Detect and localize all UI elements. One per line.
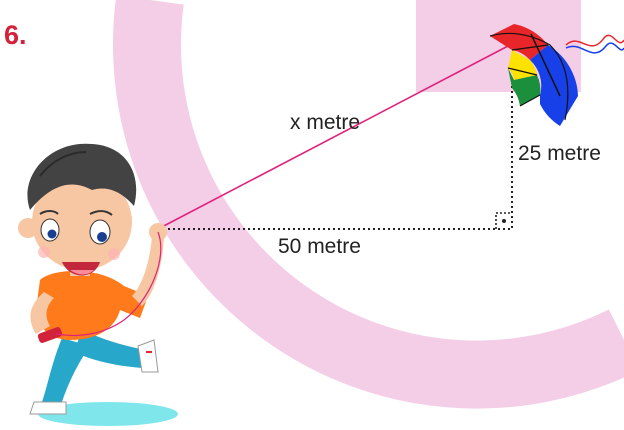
question-number: 6. bbox=[4, 20, 27, 50]
kite-string-line bbox=[157, 45, 509, 230]
boy-figure bbox=[18, 143, 167, 415]
ground-shadow bbox=[38, 402, 178, 426]
watermark bbox=[112, 0, 624, 409]
right-angle-marker bbox=[495, 212, 512, 229]
hypotenuse-label: x metre bbox=[290, 111, 361, 134]
height-label: 25 metre bbox=[518, 142, 601, 165]
kite-icon bbox=[489, 24, 624, 126]
base-label: 50 metre bbox=[278, 235, 361, 258]
